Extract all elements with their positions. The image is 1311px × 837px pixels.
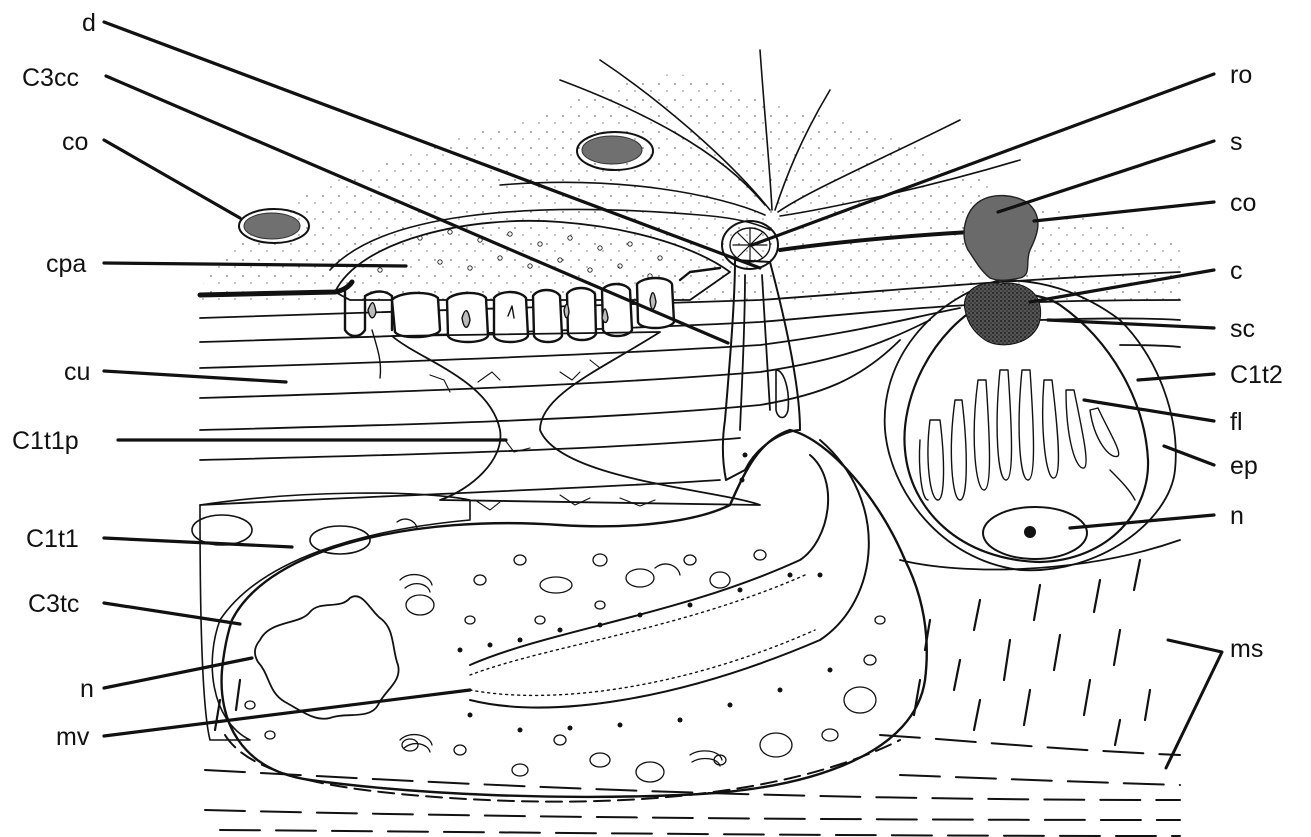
label-ro: ro [1230, 61, 1252, 89]
c3tc-cell-body [222, 430, 927, 797]
label-c3cc: C3cc [22, 64, 79, 92]
label-c1t2: C1t2 [1230, 361, 1283, 389]
duct-pore-ellipse [776, 370, 788, 418]
microvilli-canal [470, 455, 828, 665]
label-s: s [1230, 128, 1243, 156]
outer-layer-nucleus-edge [192, 515, 252, 545]
label-ms: ms [1230, 635, 1263, 663]
cytoplasm-granules [458, 453, 833, 733]
label-d: d [82, 9, 96, 37]
label-n-left: n [80, 675, 94, 703]
nucleus-right [983, 507, 1087, 559]
label-cpa: cpa [46, 250, 86, 278]
rosette [722, 221, 778, 269]
label-c3tc: C3tc [28, 590, 79, 618]
label-c: c [1230, 257, 1243, 285]
label-n-right: n [1230, 502, 1244, 530]
c1t2-folds [919, 370, 1135, 500]
label-sc: sc [1230, 315, 1255, 343]
label-co-left: co [62, 128, 88, 156]
label-fl: fl [1230, 408, 1243, 436]
microvilli-canal-lower [470, 440, 869, 708]
muscle-bracket [1166, 640, 1222, 768]
label-ep: ep [1230, 452, 1258, 480]
mitochondria [397, 519, 722, 766]
sensory-cone-sc [964, 283, 1040, 345]
label-co-right: co [1230, 189, 1256, 217]
label-c1t1: C1t1 [26, 525, 79, 553]
label-mv: mv [56, 723, 90, 751]
microvilli-teeth [470, 575, 815, 695]
co-nucleus-left [239, 209, 309, 243]
co-nucleus-center [577, 132, 653, 170]
c1t1-outer-layer [200, 493, 470, 740]
label-cu: cu [64, 358, 90, 386]
muscle-strands [215, 560, 1150, 745]
label-c1t1p: C1t1p [12, 427, 79, 455]
cytoplasm-vesicles [245, 550, 885, 782]
